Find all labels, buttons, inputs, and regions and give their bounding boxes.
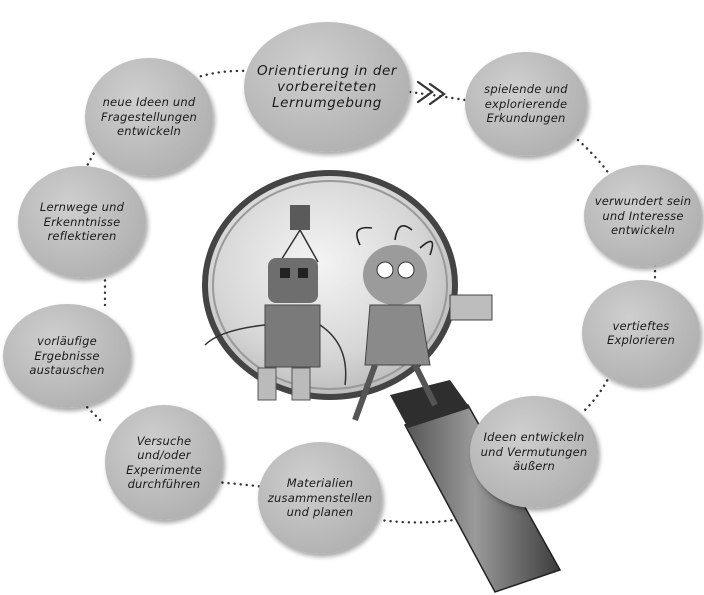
node-lernwege-label: Lernwege und Erkenntnisse reflektieren	[39, 200, 125, 244]
node-lernwege: Lernwege und Erkenntnisse reflektieren	[18, 166, 146, 278]
arrow-head-icon	[428, 82, 446, 106]
node-verwundert: verwundert sein und Interesse entwickeln	[584, 165, 702, 267]
node-neue-ideen: neue Ideen und Fragestellungen entwickel…	[85, 58, 213, 176]
girl-figure-icon	[352, 224, 493, 422]
node-versuche-label: Versuche und/oder Experimente durchführe…	[126, 433, 202, 491]
arrow-head-icon	[416, 80, 434, 104]
connector-vertieftes-to-ideen	[583, 373, 612, 412]
connector-spielende-to-verwundert	[576, 138, 614, 180]
node-spielende: spielende und explorierende Erkundungen	[465, 52, 587, 156]
node-vertieftes-label: vertieftes Explorieren	[607, 318, 675, 347]
connector-ideen-to-materialien	[378, 498, 517, 524]
node-versuche: Versuche und/oder Experimente durchführe…	[105, 405, 223, 520]
node-materialien: Materialien zusammenstellen und planen	[258, 442, 382, 554]
connector-materialien-to-versuche	[213, 480, 267, 489]
node-ergebnisse-label: vorläufige Ergebnisse austauschen	[29, 334, 105, 378]
robot-figure-icon	[204, 205, 347, 401]
node-orientierung: Orientierung in der vorbereiteten Lernum…	[244, 22, 410, 152]
node-spielende-label: spielende und explorierende Erkundungen	[484, 82, 568, 126]
node-materialien-label: Materialien zusammenstellen und planen	[267, 476, 373, 520]
node-ergebnisse: vorläufige Ergebnisse austauschen	[3, 304, 131, 408]
node-ideen: Ideen entwickeln und Vermutungen äußern	[470, 396, 598, 508]
node-orientierung-label: Orientierung in der vorbereiteten Lernum…	[256, 62, 398, 112]
node-ideen-label: Ideen entwickeln und Vermutungen äußern	[480, 430, 588, 474]
node-neue-ideen-label: neue Ideen und Fragestellungen entwickel…	[101, 95, 197, 139]
node-vertieftes: vertieftes Explorieren	[582, 280, 700, 386]
node-verwundert-label: verwundert sein und Interesse entwickeln	[594, 194, 692, 238]
connector-versuche-to-ergebnisse	[73, 393, 102, 422]
